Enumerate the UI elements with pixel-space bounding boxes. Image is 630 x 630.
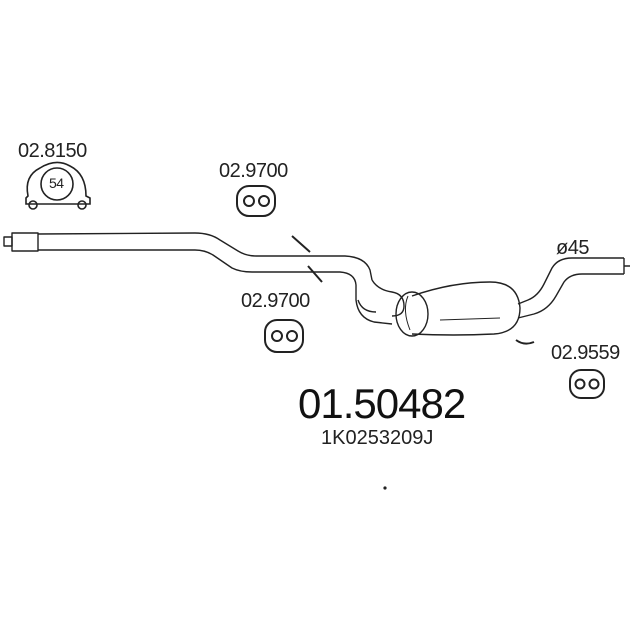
- oem-number: 1K0253209J: [321, 427, 434, 449]
- clamp-icon: [25, 161, 91, 210]
- hanger-stud: [291, 235, 535, 345]
- hanger-top-part-label: 02.9700: [219, 160, 288, 182]
- part-number: 01.50482: [298, 380, 466, 427]
- rubber-hanger-icon: [569, 369, 605, 399]
- clamp-part-label: 02.8150: [18, 140, 87, 162]
- rubber-hanger-icon: [264, 319, 304, 353]
- hanger-right-part-label: 02.9559: [551, 342, 620, 364]
- dot-mark: [383, 486, 387, 490]
- exhaust-pipe: [3, 232, 630, 325]
- muffler: [395, 281, 521, 337]
- clamp-size-label: 54: [49, 175, 64, 191]
- rubber-hanger-icon: [236, 185, 276, 217]
- hanger-mid-part-label: 02.9700: [241, 290, 310, 312]
- pipe-diameter-label: ø45: [556, 237, 589, 259]
